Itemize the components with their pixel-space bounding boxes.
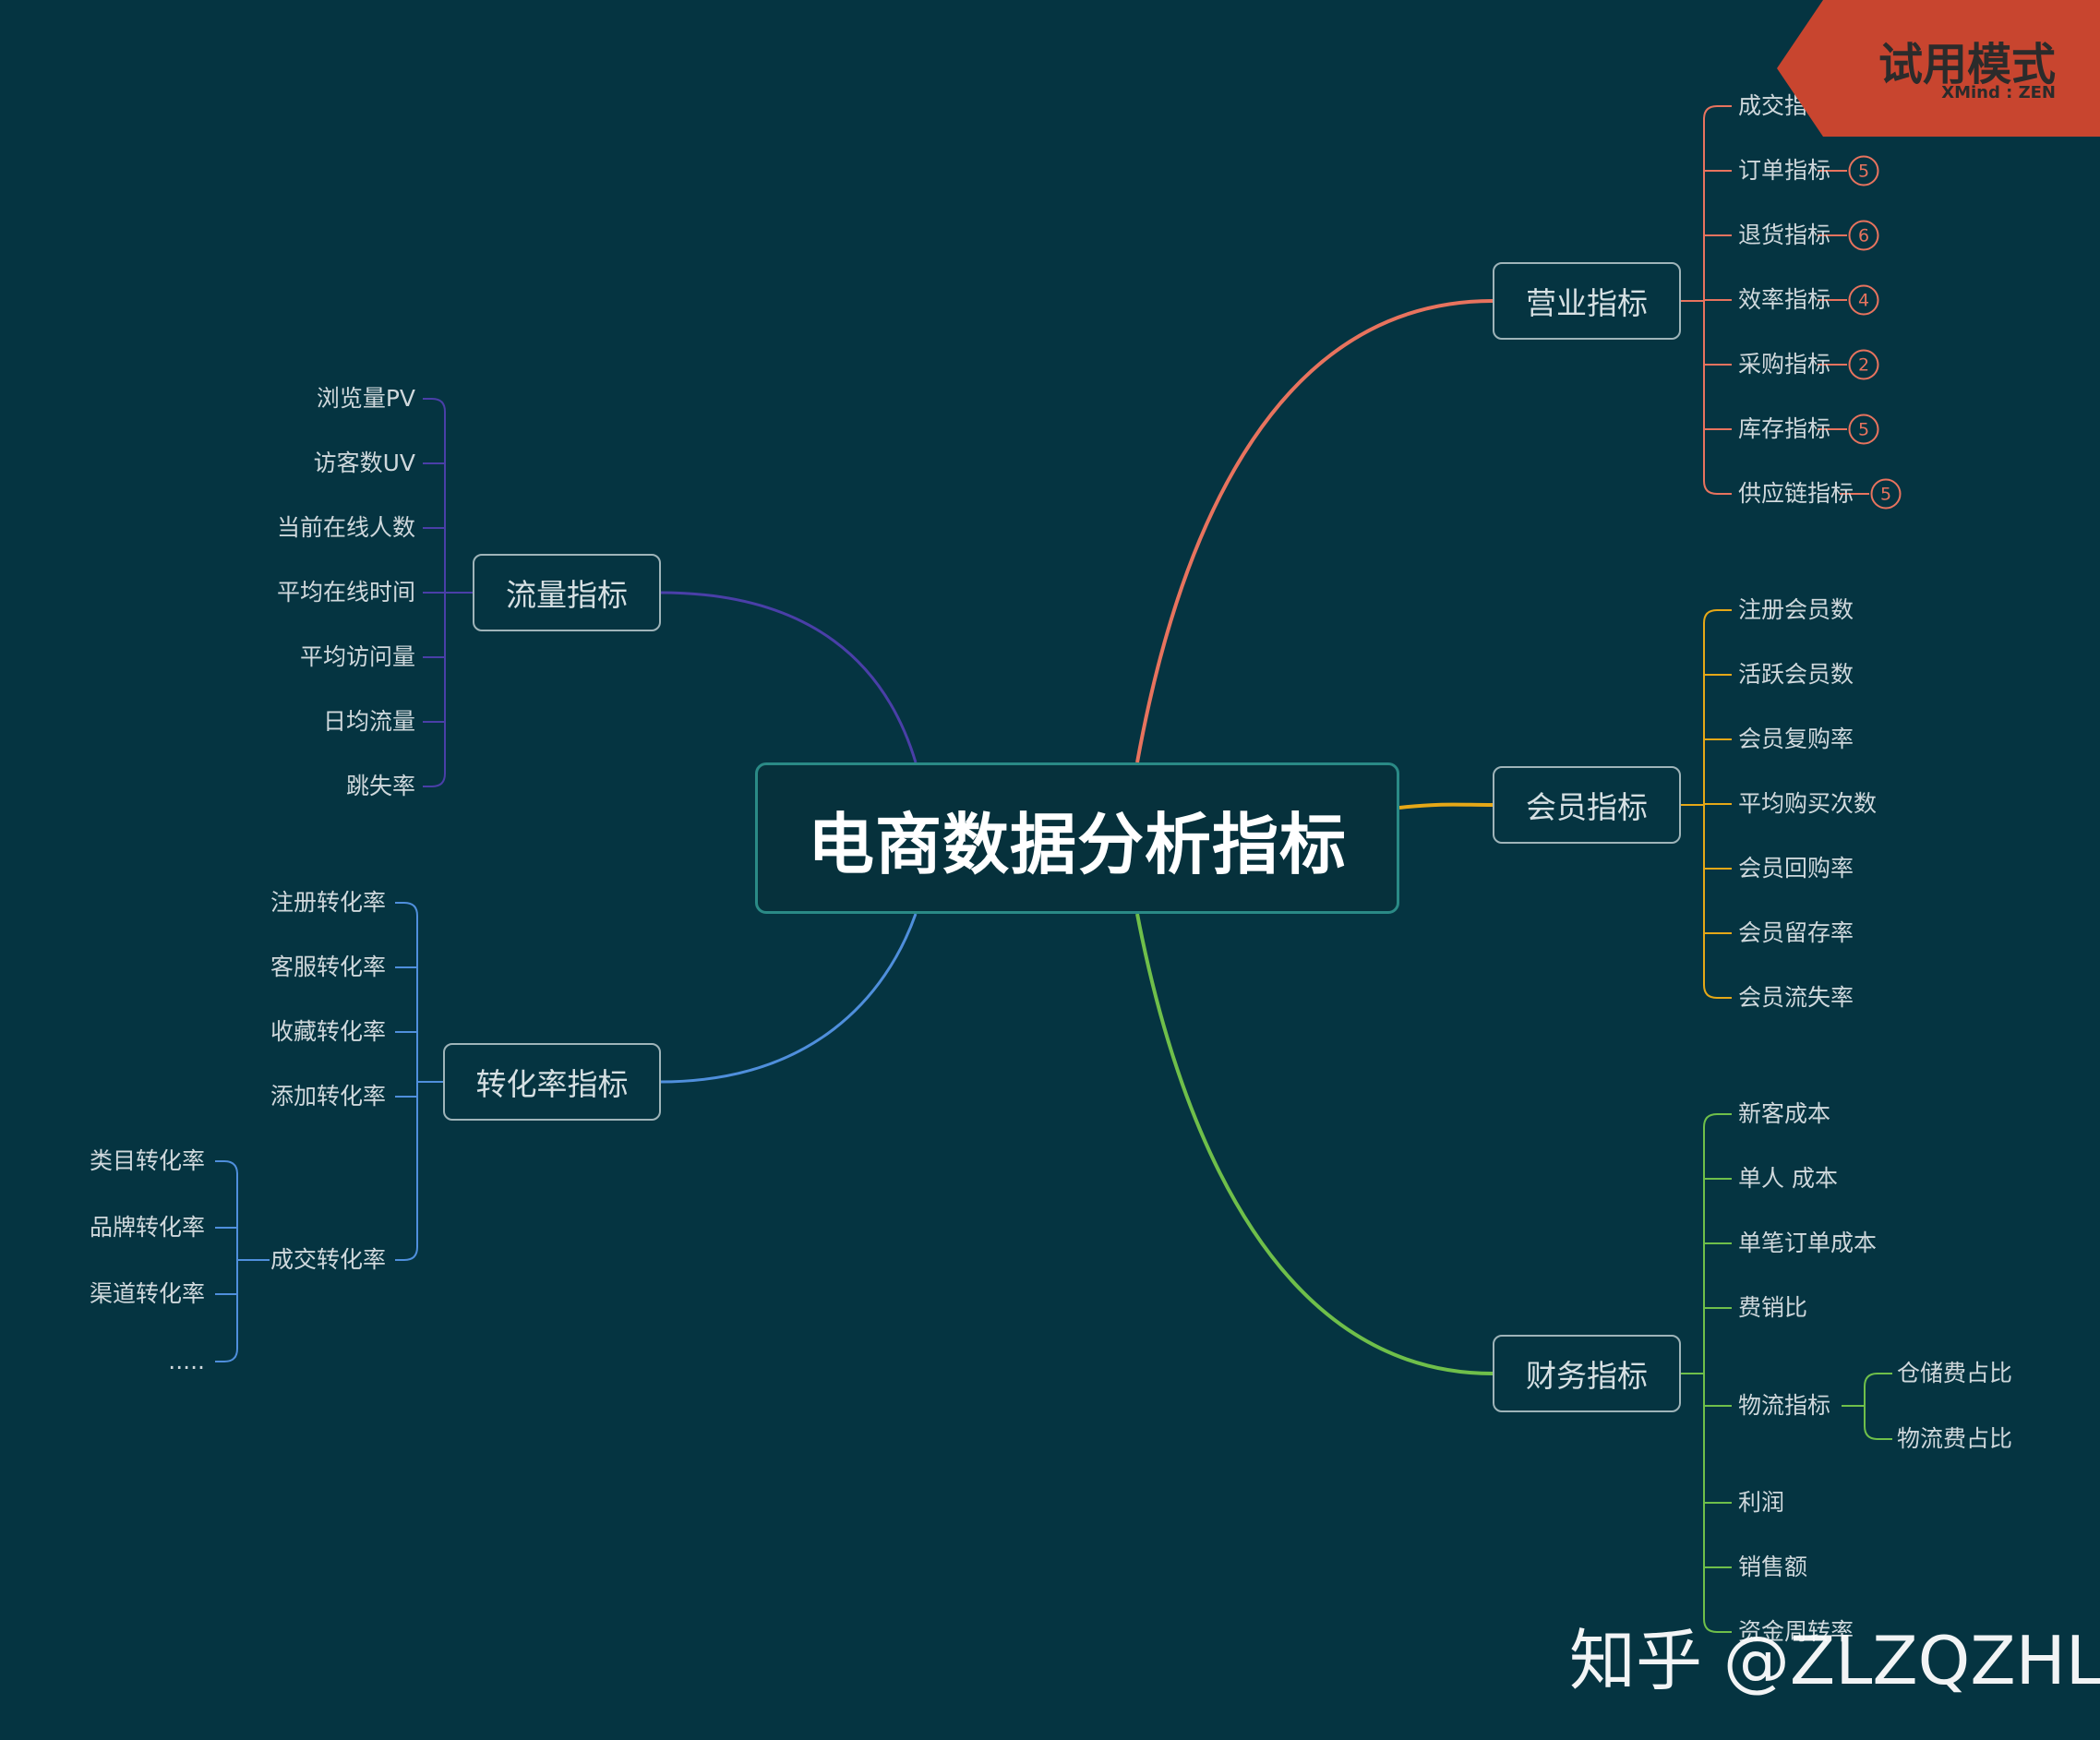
subtopic-liuliang-3[interactable]: 平均在线时间 — [276, 579, 415, 606]
collapsed-count-badge[interactable]: 4 — [1848, 284, 1879, 316]
subtopic-chengjiao-1[interactable]: 品牌转化率 — [89, 1214, 205, 1241]
xmind-zen-logo: XMind : ZEN — [1941, 83, 2056, 102]
subtopic-huiyuan-5[interactable]: 会员留存率 — [1738, 919, 1854, 946]
subtopic-chengjiao-3[interactable]: ..... — [168, 1348, 205, 1374]
subtopic-yingye-5[interactable]: 库存指标 — [1738, 415, 1831, 442]
subtopic-yingye-4[interactable]: 采购指标 — [1738, 351, 1831, 378]
collapsed-count-badge[interactable]: 2 — [1848, 349, 1879, 380]
connector-huiyuan — [1398, 802, 1494, 810]
subtopic-chengjiao-0[interactable]: 类目转化率 — [89, 1147, 205, 1174]
zhihu-watermark: 知乎 @ZLZQZHL — [1569, 1622, 2100, 1699]
connector-liuliang — [659, 591, 918, 763]
subtopic-huiyuan-4[interactable]: 会员回购率 — [1738, 855, 1854, 882]
bracket-zhuanhua — [395, 902, 443, 1261]
subtopic-caiwu-3[interactable]: 费销比 — [1738, 1294, 1808, 1321]
bracket-chengjiao — [215, 1160, 270, 1362]
subtopic-zhuanhua-4[interactable]: 成交转化率 — [270, 1246, 386, 1273]
subtopic-caiwu-5[interactable]: 利润 — [1738, 1489, 1785, 1516]
bracket-wuliu — [1842, 1373, 1892, 1440]
subtopic-zhuanhua-0[interactable]: 注册转化率 — [270, 889, 386, 916]
subtopic-yingye-3[interactable]: 效率指标 — [1738, 286, 1831, 313]
subtopic-zhuanhua-3[interactable]: 添加转化率 — [270, 1083, 386, 1110]
collapsed-count-badge[interactable]: 5 — [1848, 155, 1879, 186]
subtopic-huiyuan-3[interactable]: 平均购买次数 — [1738, 790, 1878, 817]
bracket-yingye — [1681, 105, 1732, 495]
subtopic-caiwu-4[interactable]: 物流指标 — [1738, 1392, 1831, 1419]
subtopic-liuliang-2[interactable]: 当前在线人数 — [276, 514, 415, 541]
subtopic-huiyuan-0[interactable]: 注册会员数 — [1738, 596, 1854, 623]
subtopic-liuliang-1[interactable]: 访客数UV — [313, 450, 415, 476]
subtopic-zhuanhua-2[interactable]: 收藏转化率 — [270, 1018, 386, 1045]
subtopic-caiwu-7[interactable]: 资金周转率 — [1738, 1618, 1854, 1645]
subtopic-huiyuan-2[interactable]: 会员复购率 — [1738, 726, 1854, 752]
subtopic-liuliang-0[interactable]: 浏览量PV — [316, 385, 415, 412]
subtopic-caiwu-1[interactable]: 单人 成本 — [1738, 1165, 1838, 1192]
bracket-liuliang — [423, 398, 473, 787]
topic-caiwu[interactable]: 财务指标 — [1493, 1335, 1681, 1412]
subtopic-caiwu-6[interactable]: 销售额 — [1738, 1554, 1808, 1580]
subtopic-chengjiao-2[interactable]: 渠道转化率 — [89, 1280, 205, 1307]
collapsed-count-badge[interactable]: 5 — [1870, 478, 1902, 510]
topic-huiyuan[interactable]: 会员指标 — [1493, 766, 1681, 844]
subtopic-caiwu-0[interactable]: 新客成本 — [1738, 1100, 1831, 1127]
central-topic[interactable]: 电商数据分析指标 — [755, 762, 1399, 914]
topic-zhuanhua[interactable]: 转化率指标 — [443, 1043, 661, 1121]
subtopic-yingye-6[interactable]: 供应链指标 — [1738, 480, 1854, 507]
bracket-huiyuan — [1681, 609, 1732, 999]
connector-caiwu — [1135, 913, 1494, 1375]
collapsed-count-badge[interactable]: 6 — [1848, 220, 1879, 251]
subtopic-liuliang-4[interactable]: 平均访问量 — [299, 643, 415, 670]
connector-yingye — [1135, 299, 1494, 763]
subtopic-liuliang-6[interactable]: 跳失率 — [345, 773, 415, 799]
bracket-caiwu — [1681, 1113, 1732, 1633]
subtopic-huiyuan-6[interactable]: 会员流失率 — [1738, 984, 1854, 1011]
topic-yingye[interactable]: 营业指标 — [1493, 262, 1681, 340]
subtopic-wuliu-0[interactable]: 仓储费占比 — [1897, 1360, 2013, 1386]
subtopic-caiwu-2[interactable]: 单笔订单成本 — [1738, 1230, 1878, 1256]
subtopic-zhuanhua-1[interactable]: 客服转化率 — [270, 954, 386, 980]
trial-mode-banner: 试用模式 XMind : ZEN — [1777, 0, 2100, 137]
subtopic-wuliu-1[interactable]: 物流费占比 — [1897, 1425, 2013, 1452]
connector-zhuanhua — [659, 913, 918, 1084]
subtopic-yingye-2[interactable]: 退货指标 — [1738, 222, 1831, 248]
subtopic-huiyuan-1[interactable]: 活跃会员数 — [1738, 661, 1854, 688]
collapsed-count-badge[interactable]: 5 — [1848, 414, 1879, 445]
topic-liuliang[interactable]: 流量指标 — [473, 554, 661, 631]
subtopic-liuliang-5[interactable]: 日均流量 — [322, 708, 415, 735]
trial-mode-title: 试用模式 — [1878, 39, 2056, 90]
subtopic-yingye-1[interactable]: 订单指标 — [1738, 157, 1831, 184]
